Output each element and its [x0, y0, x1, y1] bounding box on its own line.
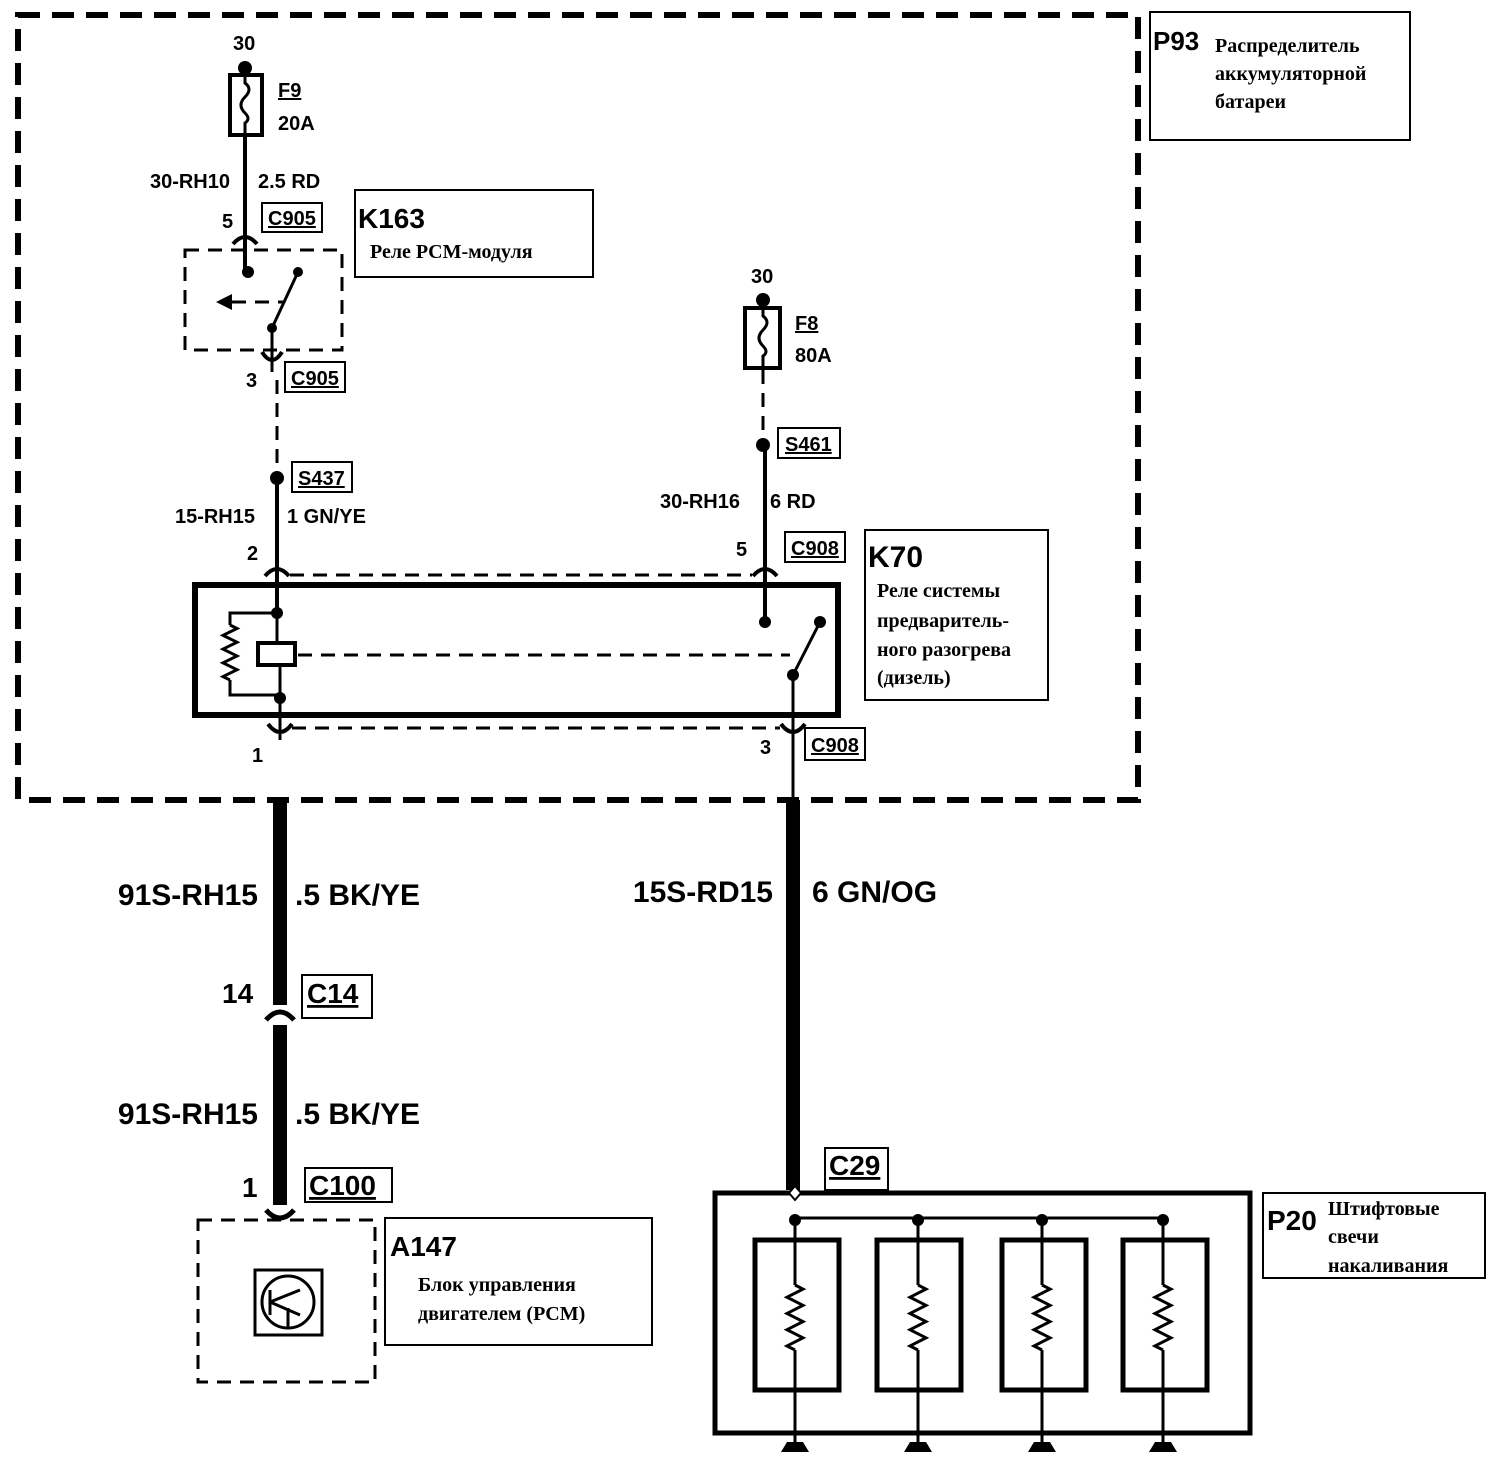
s437-name: S437 [298, 468, 345, 490]
glow-plug-4 [1120, 1237, 1210, 1393]
p93-desc-1: Распределитель [1215, 35, 1360, 57]
c905-bot-pin: 3 [246, 370, 257, 392]
w2-spec: 1 GN/YE [287, 506, 366, 528]
p93-desc-3: батареи [1215, 91, 1286, 113]
w4-spec: .5 BK/YE [295, 879, 420, 912]
connector-icon [751, 567, 779, 578]
connector-icon [787, 1184, 803, 1202]
connector-icon [264, 1009, 296, 1022]
p93-desc-2: аккумуляторной [1215, 63, 1366, 85]
k163-switch-contact [270, 271, 300, 329]
f9-terminal: 30 [233, 33, 255, 55]
k70-pin1: 1 [252, 745, 263, 767]
p20-desc-3: накаливания [1328, 1255, 1449, 1277]
splice-dot [1157, 1214, 1169, 1226]
c29-name: C29 [829, 1150, 880, 1181]
k163-relay-boundary [183, 248, 344, 352]
heater-element-icon [1030, 1283, 1054, 1352]
c14-pin: 14 [222, 978, 254, 1009]
connector-icon [260, 350, 284, 362]
k70-desc-2: предваритель- [877, 610, 1009, 632]
connector-icon [231, 235, 259, 246]
ground-icon [1149, 1442, 1177, 1452]
k70-resistor-icon [219, 623, 241, 682]
c908-bot-name: C908 [811, 735, 859, 757]
a147-desc-1: Блок управления [418, 1274, 576, 1296]
connector-icon [264, 1208, 296, 1221]
ground-icon [904, 1442, 932, 1452]
c100-pin: 1 [242, 1172, 258, 1203]
f9-name: F9 [278, 80, 301, 102]
k70-desc-4: (дизель) [877, 667, 951, 689]
c908-bot-pin: 3 [760, 737, 771, 759]
c908-top-name: C908 [791, 538, 839, 560]
f8-name: F8 [795, 313, 818, 335]
heater-element-icon [783, 1283, 807, 1352]
p20-desc-2: свечи [1328, 1226, 1379, 1248]
w6-spec: 6 GN/OG [812, 876, 937, 909]
ground-icon [1028, 1442, 1056, 1452]
s461-name: S461 [785, 434, 832, 456]
w5-spec: .5 BK/YE [295, 1098, 420, 1131]
connector-icon [266, 722, 294, 734]
w1-circuit: 30-RH10 [150, 171, 230, 193]
k70-relay-body [192, 582, 841, 718]
c905-bot-name: C905 [291, 368, 339, 390]
w3-spec: 6 RD [770, 491, 816, 513]
glow-plug-1 [752, 1237, 842, 1393]
f9-rating: 20A [278, 113, 315, 135]
k70-pin2: 2 [247, 543, 258, 565]
w5-circuit: 91S-RH15 [118, 1098, 258, 1131]
k70-code: K70 [868, 541, 923, 574]
p20-code: P20 [1267, 1205, 1317, 1236]
c14-name: C14 [307, 978, 359, 1009]
k70-coil-icon [256, 641, 297, 667]
k70-desc-3: ного разогрева [877, 639, 1011, 661]
w2-circuit: 15-RH15 [175, 506, 255, 528]
c905-top-pin: 5 [222, 211, 233, 233]
f8-rating: 80A [795, 345, 832, 367]
k70-label-box [864, 529, 1049, 701]
a147-label-box [384, 1217, 653, 1346]
k70-switch-contact [791, 621, 822, 676]
a147-code: A147 [390, 1231, 457, 1262]
c905-top-name: C905 [268, 208, 316, 230]
k70-desc-1: Реле системы [877, 580, 1001, 602]
pcm-transistor-icon [253, 1268, 324, 1337]
w1-spec: 2.5 RD [258, 171, 320, 193]
terminal-dot [238, 61, 252, 75]
heater-element-icon [1151, 1283, 1175, 1352]
k163-desc: Реле PCM-модуля [370, 241, 533, 263]
splice-dot [1036, 1214, 1048, 1226]
w6-circuit: 15S-RD15 [633, 876, 773, 909]
ground-icon [781, 1442, 809, 1452]
connector-icon [263, 567, 291, 578]
glow-plug-3 [999, 1237, 1089, 1393]
connector-icon [779, 722, 807, 734]
p93-code: P93 [1153, 26, 1199, 56]
p93-battery-distributor-boundary [15, 12, 1141, 803]
k163-label-box [354, 189, 594, 278]
a147-desc-2: двигателем (PCM) [418, 1303, 585, 1325]
f8-terminal: 30 [751, 266, 773, 288]
splice-dot [912, 1214, 924, 1226]
arrow-left-icon [216, 294, 232, 310]
terminal-dot [756, 293, 770, 307]
p20-glow-plugs-body [712, 1190, 1253, 1436]
p20-desc-1: Штифтовые [1328, 1198, 1440, 1220]
c908-top-pin: 5 [736, 539, 747, 561]
splice-dot [789, 1214, 801, 1226]
w4-circuit: 91S-RH15 [118, 879, 258, 912]
p93-label-box [1149, 11, 1411, 141]
w3-circuit: 30-RH16 [660, 491, 740, 513]
a147-pcm-boundary [196, 1218, 377, 1384]
heater-element-icon [906, 1283, 930, 1352]
k163-code: K163 [358, 203, 425, 234]
p20-label-box [1262, 1192, 1486, 1279]
c100-name: C100 [309, 1170, 376, 1201]
